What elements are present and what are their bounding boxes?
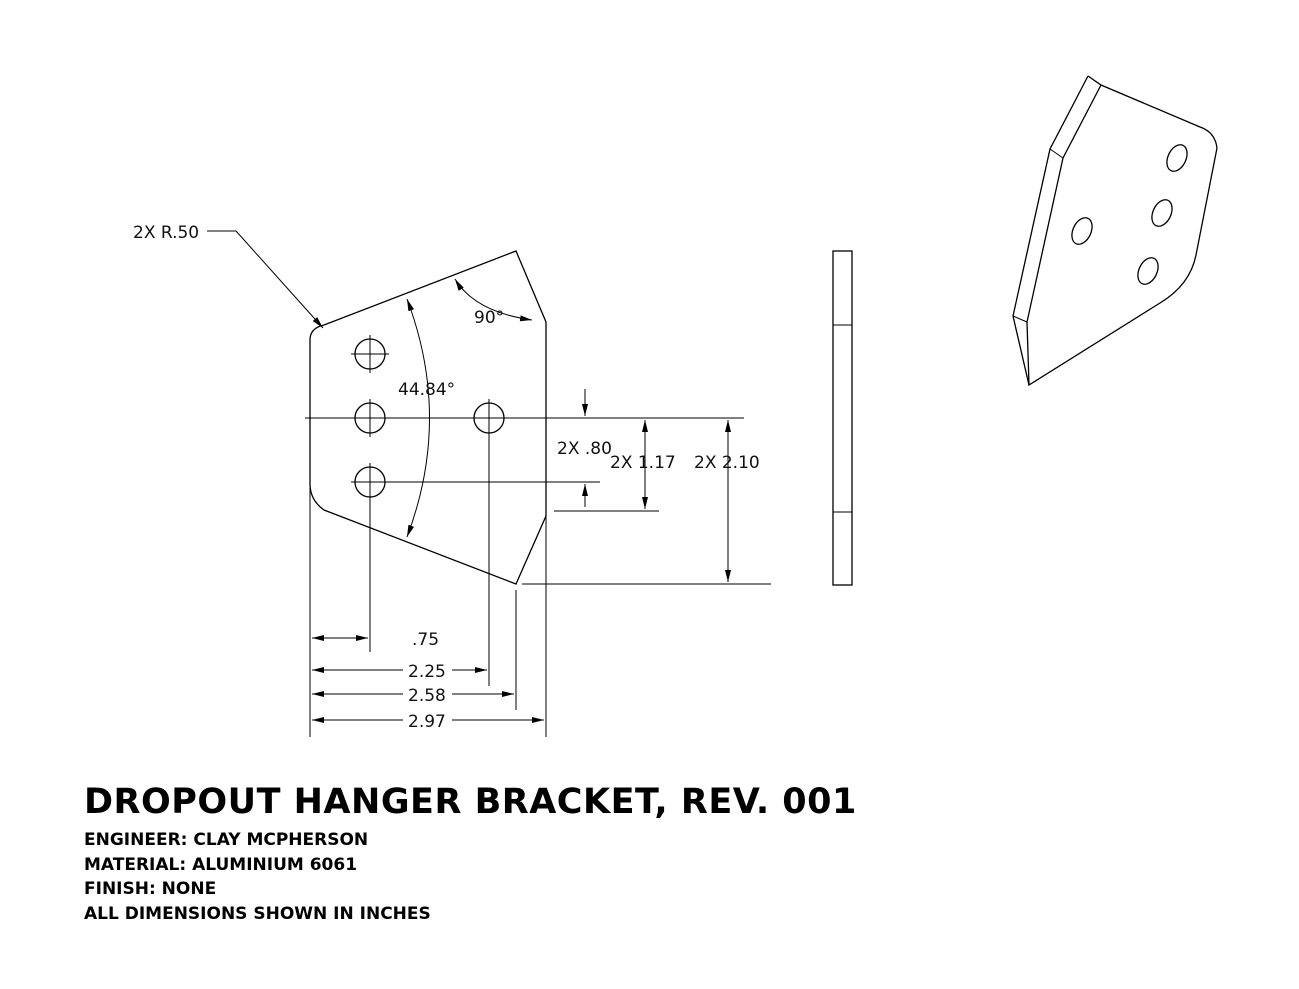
dim-225-label: 2.25 [408, 662, 446, 682]
radius-label: 2X R.50 [133, 223, 199, 243]
hole-bottom [351, 463, 389, 501]
dim-258-label: 2.58 [408, 686, 446, 706]
dim-075-label: .75 [412, 630, 439, 650]
drawing-title: DROPOUT HANGER BRACKET, REV. 001 [84, 782, 857, 822]
dim-297-label: 2.97 [408, 712, 446, 732]
title-block: DROPOUT HANGER BRACKET, REV. 001 ENGINEE… [84, 782, 857, 926]
front-view: 2X R.50 90° 44.84° 2X .80 2X 1.17 2X 2.1… [133, 223, 771, 737]
dim-117-label: 2X 1.17 [610, 453, 676, 473]
side-view [832, 250, 853, 586]
finish-line: FINISH: NONE [84, 879, 217, 899]
hole-top [351, 335, 389, 373]
dim-210-label: 2X 2.10 [694, 453, 760, 473]
dim-080-label: 2X .80 [557, 439, 612, 459]
angle-4484-label: 44.84° [398, 380, 455, 400]
isometric-view [1012, 75, 1218, 387]
units-line: ALL DIMENSIONS SHOWN IN INCHES [84, 903, 431, 924]
engineer-line: ENGINEER: CLAY MCPHERSON [84, 830, 369, 850]
material-line: MATERIAL: ALUMINIUM 6061 [84, 854, 358, 875]
angle-90-label: 90° [474, 308, 504, 328]
